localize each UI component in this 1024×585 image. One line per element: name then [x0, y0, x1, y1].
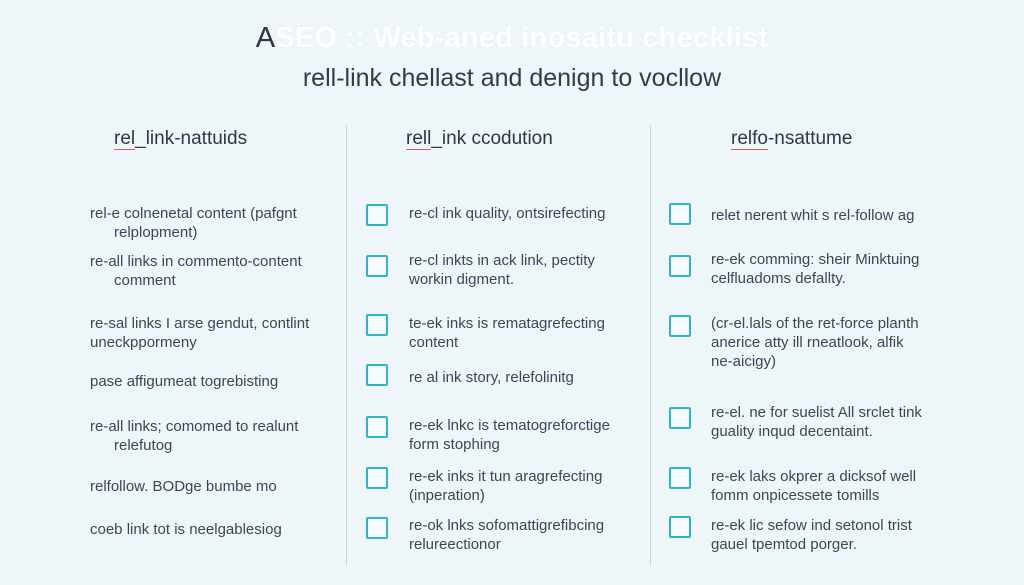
checkbox[interactable] [669, 516, 691, 538]
checkbox[interactable] [366, 416, 388, 438]
list-item: rel-e colnenetal content (pafgnt relplop… [90, 205, 297, 241]
checklist-item-text: te-ek inks is rematagrefecting content [409, 315, 605, 351]
checkbox[interactable] [366, 314, 388, 336]
checkbox[interactable] [669, 315, 691, 337]
checklist-item-text: re-ek laks okprer a dicksof well fomm on… [711, 468, 917, 504]
checkbox[interactable] [366, 467, 388, 489]
list-item: pase affigumeat togrebisting [90, 373, 279, 390]
column-divider [346, 126, 347, 566]
checkbox[interactable] [366, 255, 388, 277]
list-item: re-all links; comomed to realunt relefut… [90, 418, 299, 454]
checklist-item-text: re-ek inks it tun aragrefecting (inperat… [409, 468, 603, 504]
column-divider [650, 126, 651, 566]
checklist-item-text: re al ink story, relefolinitg [409, 369, 574, 386]
list-item: re-sal links I arse gendut, contlint une… [90, 315, 310, 351]
page-subtitle: rell-link chellast and denign to vocllow [302, 64, 722, 92]
checkbox[interactable] [366, 517, 388, 539]
column-heading: rel_link-nattuids [114, 128, 248, 150]
checkbox[interactable] [366, 204, 388, 226]
column-heading: rell_ink ccodution [406, 128, 553, 150]
checkbox[interactable] [669, 407, 691, 429]
checklist-item-text: re-ek comming: sheir Minktuing celfluado… [711, 251, 920, 287]
checklist-item-text: re-ek lic sefow ind setonol trist gauel … [711, 517, 912, 553]
checklist-item-text: re-cl ink quality, ontsirefecting [409, 205, 606, 222]
column-heading: relfo-nsattume [731, 128, 853, 150]
page-title: ASEO :: Web-aned inosaitu checklist [255, 22, 769, 54]
checklist-item-text: re-ek lnkc is tematogreforctige form sto… [409, 417, 610, 453]
list-item: relfollow. BODge bumbe mo [90, 478, 277, 495]
checkbox[interactable] [669, 255, 691, 277]
checkbox[interactable] [669, 467, 691, 489]
list-item: re-all links in commento-content comment [90, 253, 302, 289]
checklist-item-text: (cr-el.lals of the ret-force planth aner… [711, 315, 919, 370]
checkbox[interactable] [669, 203, 691, 225]
checkbox[interactable] [366, 364, 388, 386]
checklist-item-text: re-ok lnks sofomattigrefibcing relureect… [409, 517, 605, 553]
checklist-item-text: re-el. ne for suelist All srclet tink gu… [711, 404, 922, 440]
checklist-item-text: re-cl inkts in ack link, pectity workin … [409, 252, 595, 288]
checklist-item-text: relet nerent whit s rel-follow ag [711, 207, 915, 224]
list-item: coeb link tot is neelgablesiog [90, 521, 282, 538]
